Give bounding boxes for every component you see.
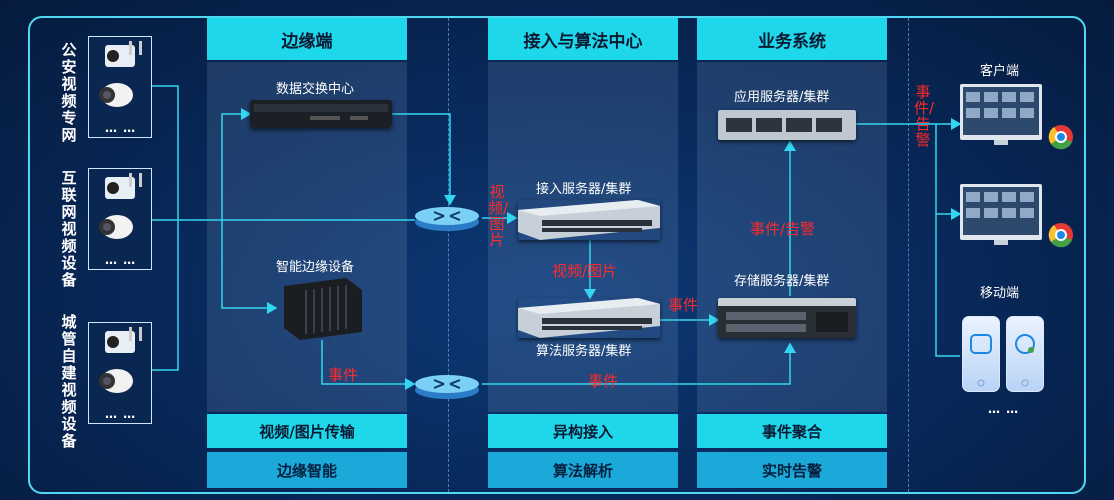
flow-label-video-image: 视频/图片 [552, 262, 618, 280]
more-cameras: … … [105, 407, 137, 421]
data-exchange-label: 数据交换中心 [276, 82, 355, 97]
app-server-label: 应用服务器/集群 [734, 90, 830, 105]
desktop-monitor-icon [960, 184, 1042, 245]
center-footer-access: 异构接入 [488, 414, 678, 448]
router-icon [415, 207, 479, 231]
line-app-clients [856, 123, 960, 357]
data-exchange-device-icon [250, 100, 392, 128]
router-icon [415, 375, 479, 399]
line-edge-router [321, 340, 416, 390]
camera-group-police: … … [88, 36, 152, 138]
access-server-label: 接入服务器/集群 [536, 182, 632, 197]
outer-frame [28, 16, 1086, 494]
flow-label-event-alarm: 事件/告警 [750, 220, 816, 238]
app-icon [1015, 334, 1035, 387]
phone-icon [1006, 316, 1044, 392]
separator-line [448, 18, 449, 492]
camera-icon [99, 41, 142, 107]
line-exchange-router [392, 113, 456, 206]
source-label-internet: 互联网视频设备 [61, 169, 77, 289]
chrome-icon [1048, 125, 1073, 150]
center-header: 接入与算法中心 [488, 18, 678, 60]
mobile-client-label: 移动端 [980, 286, 1020, 301]
edge-footer-transfer: 视频/图片传输 [207, 414, 407, 448]
business-header: 业务系统 [697, 18, 887, 60]
business-footer-alarm: 实时告警 [697, 452, 887, 488]
desktop-client-label: 客户端 [980, 64, 1020, 79]
edge-header: 边缘端 [207, 18, 407, 60]
center-column-bg [488, 62, 678, 412]
app-server-icon [718, 110, 856, 140]
edge-device-label: 智能边缘设备 [276, 260, 355, 275]
edge-footer-intelligence: 边缘智能 [207, 452, 407, 488]
flow-label-event-algo: 事件 [668, 296, 699, 314]
algo-server-icon [518, 298, 660, 338]
source-label-city: 城管自建视频设备 [61, 313, 77, 450]
line-source1 [152, 85, 179, 220]
source-label-police: 公安视频专网 [61, 41, 77, 144]
center-footer-analysis: 算法解析 [488, 452, 678, 488]
phone-icon [962, 316, 1000, 392]
line-source3 [152, 220, 179, 371]
camera-group-internet: … … [88, 168, 152, 270]
more-mobile: … … [988, 402, 1020, 416]
more-cameras: … … [105, 253, 137, 267]
flow-label-video-image-vertical: 视频/图片 [488, 183, 509, 249]
access-server-icon [518, 200, 660, 240]
app-icon [970, 334, 992, 387]
chrome-icon [1048, 223, 1073, 248]
more-cameras: … … [105, 121, 137, 135]
flow-label-event-edge: 事件 [328, 366, 359, 384]
business-footer-aggregation: 事件聚合 [697, 414, 887, 448]
storage-server-icon [718, 298, 856, 338]
camera-icon [99, 173, 142, 239]
line-router-storage [482, 342, 796, 385]
line-to-exchange [221, 108, 252, 220]
flow-label-event-alarm-vertical: 事件/告警 [914, 83, 935, 149]
storage-server-label: 存储服务器/集群 [734, 274, 830, 289]
desktop-monitor-icon [960, 84, 1042, 145]
flow-label-event-bottom: 事件 [588, 372, 619, 390]
line-to-edge-device [221, 220, 278, 314]
separator-line [908, 18, 909, 492]
edge-device-icon [284, 278, 362, 340]
camera-group-city: … … [88, 322, 152, 424]
algo-server-label: 算法服务器/集群 [536, 344, 632, 359]
camera-icon [99, 327, 142, 393]
